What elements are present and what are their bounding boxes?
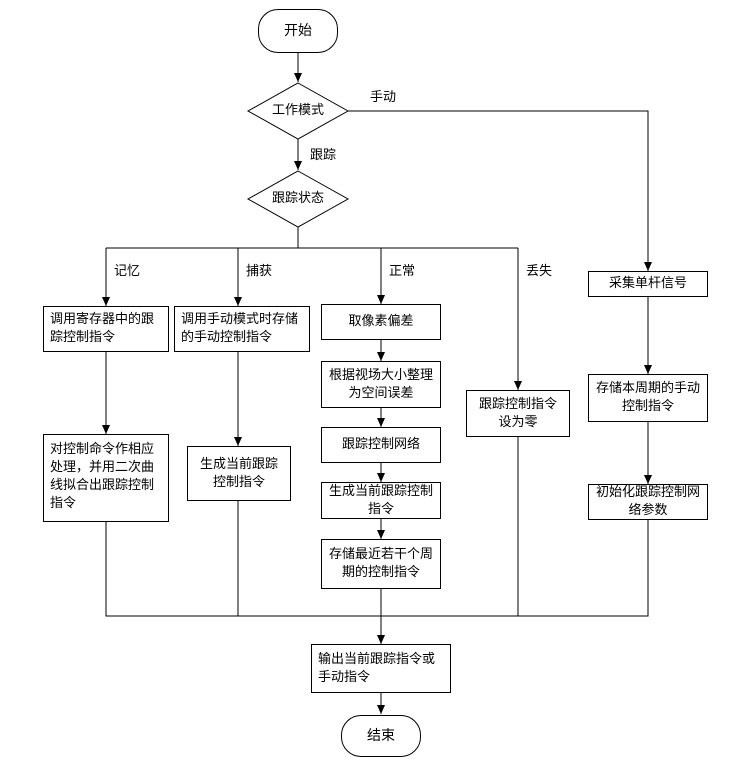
mem-step-1: 调用寄存器中的跟踪控制指令 [43, 306, 169, 352]
cap-step-1: 调用手动模式时存储的手动控制指令 [174, 306, 310, 352]
decision-state-label: 跟踪状态 [271, 191, 324, 206]
norm-step-2: 根据视场大小整理为空间误差 [321, 361, 441, 408]
label-memory: 记忆 [114, 264, 141, 279]
label-lost: 丢失 [526, 264, 553, 279]
label-normal: 正常 [389, 264, 416, 279]
norm-step-4: 生成当前跟踪控制指令 [321, 482, 441, 519]
edge-mode-manual [348, 110, 652, 271]
output-node: 输出当前跟踪指令或手动指令 [311, 644, 451, 693]
start-node: 开始 [258, 9, 338, 53]
end-node: 结束 [341, 715, 421, 757]
label-capture: 捕获 [246, 264, 273, 279]
man-step-2: 存储本周期的手动控制指令 [588, 374, 708, 422]
mem-step-2: 对控制命令作相应处理，并用二次曲线拟合出跟踪控制指令 [43, 434, 169, 522]
norm-step-1: 取像素偏差 [321, 304, 441, 340]
cap-step-2: 生成当前跟踪控制指令 [187, 446, 291, 501]
norm-step-3: 跟踪控制网络 [321, 427, 441, 463]
lost-step-1: 跟踪控制指令设为零 [466, 390, 570, 437]
norm-step-5: 存储最近若干个周期的控制指令 [321, 539, 441, 589]
decision-mode-label: 工作模式 [271, 103, 324, 118]
man-step-3: 初始化跟踪控制网络参数 [588, 484, 708, 520]
edge-man-out [381, 520, 649, 617]
label-manual: 手动 [370, 90, 397, 105]
edge-mem-out [105, 522, 381, 617]
man-step-1: 采集单杆信号 [588, 271, 708, 297]
label-track: 跟踪 [310, 148, 337, 163]
